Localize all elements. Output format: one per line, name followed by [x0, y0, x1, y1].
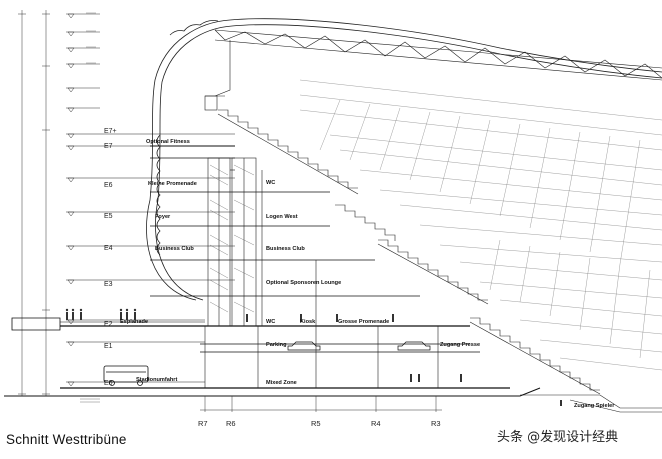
vertical-dimension-chain	[18, 10, 50, 396]
room-label-foyer: Foyer	[155, 214, 171, 220]
room-label-logen-west: Logen West	[266, 214, 298, 220]
room-label-grosse-promenade: Grosse Promenade	[338, 319, 389, 325]
level-label-e5: E5	[104, 213, 113, 220]
room-label-mixed-zone: Mixed Zone	[266, 380, 297, 386]
middle-tier-stands	[335, 204, 489, 305]
room-label-parking: Parking	[266, 342, 287, 348]
room-label-kiosk: Kiosk	[300, 319, 316, 325]
room-label-business-club: Business Club	[155, 246, 194, 252]
watermark-text: 头条 @发现设计经典	[497, 430, 619, 445]
lower-tier-stands	[469, 317, 662, 413]
top-elevation-markers	[66, 13, 100, 113]
room-label-kleine-promenade: Kleine Promenade	[148, 181, 197, 187]
roof-membrane	[146, 18, 662, 301]
roof-truss	[204, 29, 662, 111]
car-icon	[287, 341, 431, 351]
axis-label-r5: R5	[311, 419, 321, 428]
room-label-zugang-presse: Zugang Presse	[440, 342, 480, 348]
grid-axis-lines	[200, 396, 442, 412]
level-label-e2: E2	[104, 321, 113, 328]
room-label-optional-fitness: Optional Fitness	[146, 139, 190, 145]
vertical-cores	[204, 157, 439, 388]
level-label-e6: E6	[104, 182, 113, 189]
bus-icon	[103, 365, 149, 386]
level-label-e4: E4	[104, 245, 113, 252]
background-stand-hatching	[299, 79, 662, 371]
room-label-zugang-spieler: Zugang Spieler	[574, 403, 615, 409]
drawing-title: Schnitt Westtribüne	[6, 432, 127, 447]
level-label-e7: E7	[104, 143, 113, 150]
level-label-e3: E3	[104, 281, 113, 288]
room-label-stadionumfahrt: Stadionumfahrt	[136, 377, 177, 383]
level-label-e0: E0	[104, 380, 113, 387]
people-figures	[65, 308, 562, 406]
axis-label-r7: R7	[198, 419, 208, 428]
level-triangles	[67, 133, 75, 387]
ground-line	[4, 317, 541, 397]
room-label-optional-sponsoren-lounge: Optional Sponsoren Lounge	[266, 280, 341, 286]
axis-label-r3: R3	[431, 419, 441, 428]
room-label-esplanade: Esplanade	[120, 319, 148, 325]
floor-slabs	[60, 145, 510, 389]
dimension-annotations	[80, 12, 100, 403]
stair-hatching	[209, 164, 255, 313]
room-label-wc: WC	[266, 180, 275, 186]
room-label-wc: WC	[266, 319, 275, 325]
axis-label-r4: R4	[371, 419, 381, 428]
level-label-e7-plus: E7+	[104, 128, 117, 135]
room-label-business-club: Business Club	[266, 246, 305, 252]
level-label-e1: E1	[104, 343, 113, 350]
axis-label-r6: R6	[226, 419, 236, 428]
upper-tier-stands	[217, 109, 359, 195]
